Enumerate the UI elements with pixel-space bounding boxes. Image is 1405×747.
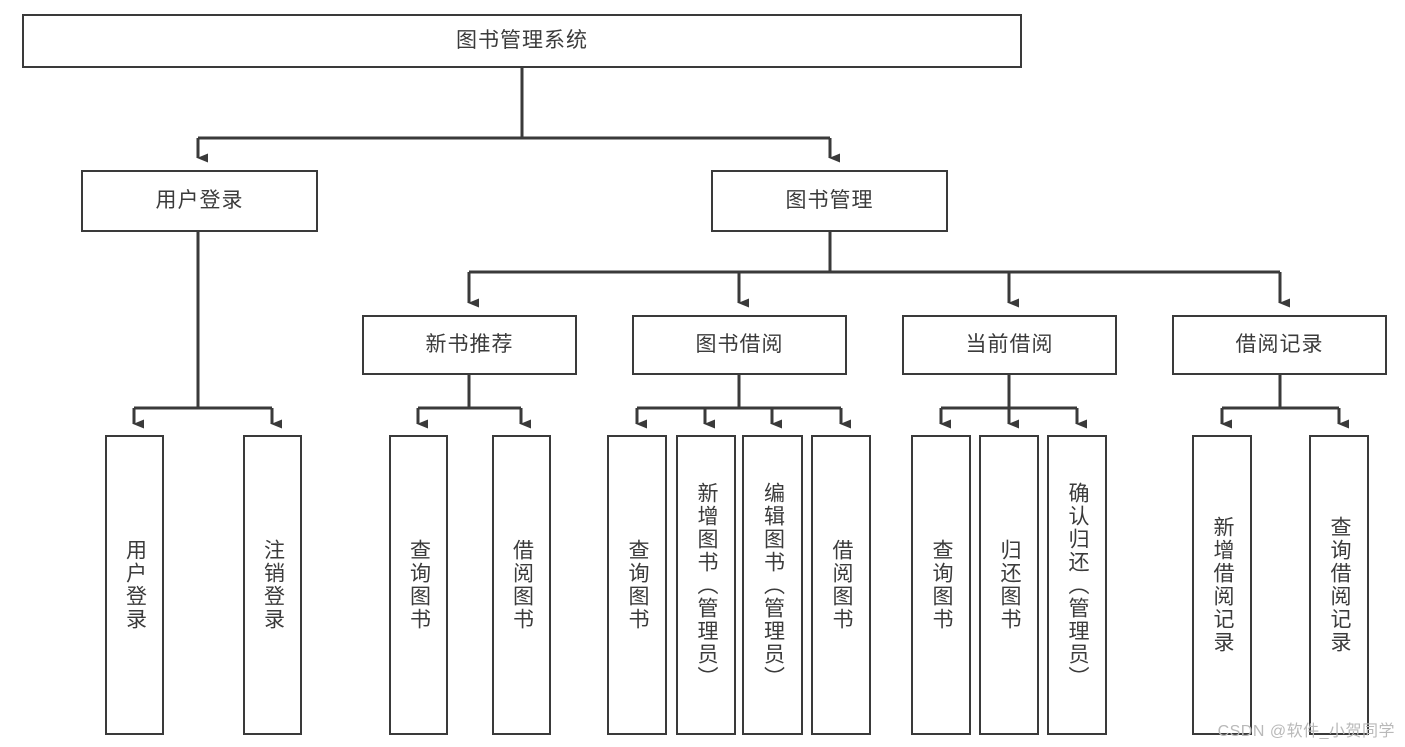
node-label: 图书借阅 [695,333,784,357]
leaf-borrow-borrow-book[interactable]: 借阅图书 [811,435,871,735]
leaf-current-query-book[interactable]: 查询图书 [911,435,971,735]
node-root-system[interactable]: 图书管理系统 [22,14,1022,68]
node-label: 查询借阅记录 [1328,516,1351,654]
node-book-borrow[interactable]: 图书借阅 [632,315,847,375]
leaf-records-query-record[interactable]: 查询借阅记录 [1309,435,1369,735]
node-label: 借阅图书 [510,539,534,631]
leaf-recommend-borrow-book[interactable]: 借阅图书 [492,435,551,735]
node-label: 借阅图书 [830,539,853,631]
leaf-user-login[interactable]: 用户登录 [105,435,164,735]
node-label: 确认归还（管理员） [1066,481,1089,689]
leaf-borrow-add-book-admin[interactable]: 新增图书（管理员） [676,435,736,735]
node-label: 新增图书（管理员） [695,481,718,689]
node-new-book-recommend[interactable]: 新书推荐 [362,315,577,375]
node-label: 图书管理系统 [456,29,588,53]
leaf-user-logout[interactable]: 注销登录 [243,435,302,735]
node-label: 注销登录 [261,539,285,631]
watermark-text: CSDN @软件_小贺同学 [1217,723,1395,740]
node-book-management[interactable]: 图书管理 [711,170,948,232]
leaf-records-add-record[interactable]: 新增借阅记录 [1192,435,1252,735]
node-label: 编辑图书（管理员） [761,481,785,689]
node-label: 查询图书 [930,539,953,631]
node-label: 图书管理 [785,189,874,213]
node-label: 查询图书 [626,539,649,631]
leaf-recommend-query-book[interactable]: 查询图书 [389,435,448,735]
node-borrow-records[interactable]: 借阅记录 [1172,315,1387,375]
node-label: 当前借阅 [965,333,1054,357]
leaf-borrow-edit-book-admin[interactable]: 编辑图书（管理员） [742,435,803,735]
leaf-current-return-book[interactable]: 归还图书 [979,435,1039,735]
node-label: 查询图书 [407,539,431,631]
node-label: 归还图书 [998,539,1021,631]
node-label: 用户登录 [123,539,147,631]
node-current-borrow[interactable]: 当前借阅 [902,315,1117,375]
node-label: 用户登录 [155,189,244,213]
node-label: 新书推荐 [425,333,514,357]
leaf-current-confirm-return-admin[interactable]: 确认归还（管理员） [1047,435,1107,735]
leaf-borrow-query-book[interactable]: 查询图书 [607,435,667,735]
node-user-login[interactable]: 用户登录 [81,170,318,232]
node-label: 新增借阅记录 [1211,516,1234,654]
node-label: 借阅记录 [1235,333,1324,357]
